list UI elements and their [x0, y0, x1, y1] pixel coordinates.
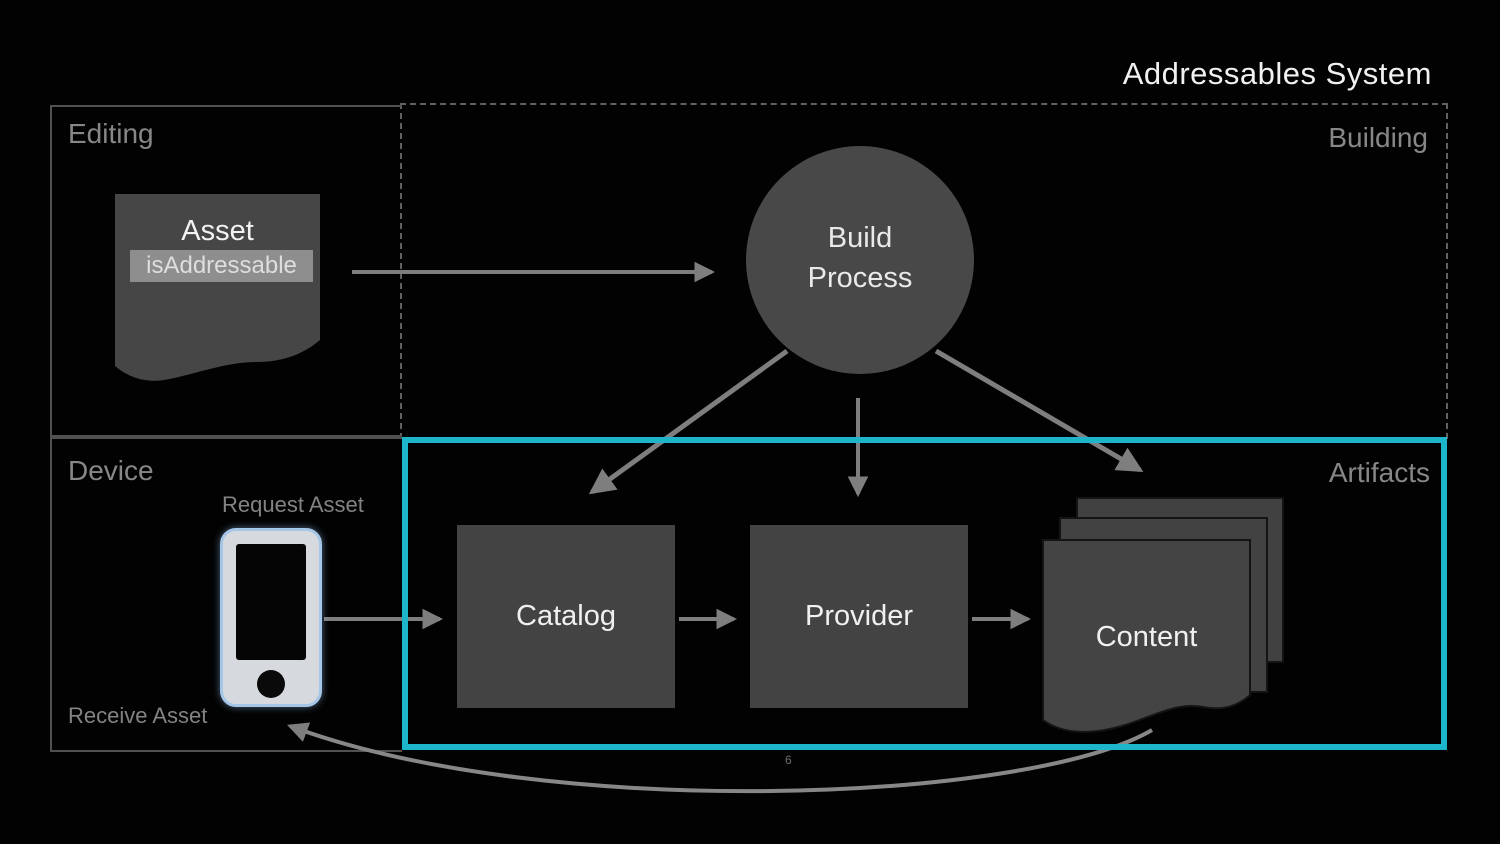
build-process-node [746, 146, 974, 374]
addressables-region-border-right [1446, 103, 1448, 439]
phone-screen [236, 544, 306, 660]
building-section-label: Building [1328, 122, 1428, 153]
provider-node: Provider [750, 525, 968, 708]
content-label: Content [1095, 621, 1198, 653]
phone-home-button-icon [257, 670, 285, 698]
asset-title: Asset [181, 215, 254, 247]
receive-asset-label: Receive Asset [68, 703, 208, 728]
editing-section-box [50, 105, 402, 439]
build-process-label: Build Process [807, 222, 913, 294]
editing-section-label: Editing [68, 118, 154, 149]
device-section-label: Device [68, 455, 154, 486]
artifacts-section-label: Artifacts [1328, 457, 1430, 488]
phone-icon [220, 528, 322, 707]
provider-label: Provider [805, 600, 913, 632]
addressables-region-border-top [400, 103, 1448, 105]
catalog-node: Catalog [457, 525, 675, 708]
catalog-label: Catalog [516, 600, 616, 632]
page-number: 6 [785, 753, 792, 767]
artifacts-frame [402, 437, 1447, 750]
device-section-box [50, 435, 402, 752]
asset-isaddressable-flag: isAddressable [130, 250, 313, 282]
request-asset-label: Request Asset [222, 492, 364, 517]
page-title: Addressables System [1122, 56, 1432, 91]
